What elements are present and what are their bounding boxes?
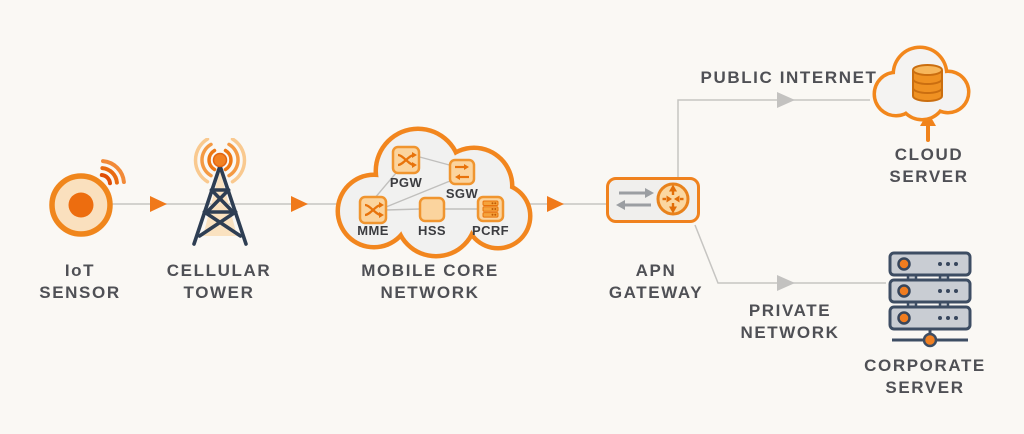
flow-arrowhead-icon: [291, 196, 308, 212]
mme-label: MME: [357, 223, 389, 238]
corporate-server-icon: [888, 251, 972, 348]
mme-node: MME: [357, 195, 389, 238]
label-line: GATEWAY: [608, 283, 704, 302]
pcrf-node: PCRF: [472, 195, 509, 238]
label-line: NETWORK: [740, 323, 840, 342]
label-line: NETWORK: [380, 283, 480, 302]
pgw-node: PGW: [390, 145, 423, 190]
mobile-core-cloud-icon: PGW SGW MME HSS: [335, 126, 533, 259]
mobile-core-label: MOBILE CORE NETWORK: [361, 260, 499, 304]
cellular-tower-label: CELLULAR TOWER: [167, 260, 271, 304]
cloud-server-label: CLOUD SERVER: [889, 144, 968, 188]
gray-arrowhead-icon: [777, 275, 795, 291]
label-line: SERVER: [889, 167, 969, 186]
exchange-arrows-icon: [616, 188, 654, 210]
label-line: SERVER: [885, 378, 965, 397]
sgw-label: SGW: [446, 186, 479, 201]
cellular-tower-icon: [192, 138, 248, 246]
signal-waves-icon: [99, 159, 126, 186]
switch-icon: [364, 202, 384, 218]
public-internet-label: PUBLIC INTERNET: [701, 67, 878, 89]
flow-arrowhead-icon: [150, 196, 167, 212]
label-line: IoT: [64, 261, 96, 280]
apn-gateway-box: [606, 177, 700, 223]
label-line: PRIVATE: [748, 301, 832, 320]
private-network-label: PRIVATE NETWORK: [740, 300, 839, 344]
sgw-node: SGW: [446, 158, 479, 201]
gray-arrowhead-icon: [777, 92, 795, 108]
label-line: MOBILE CORE: [361, 261, 499, 280]
corporate-server-label: CORPORATE SERVER: [864, 355, 986, 399]
core-internal-links: [373, 155, 478, 211]
tower-lattice: [192, 164, 248, 246]
gateway-icons: [616, 182, 690, 216]
public-internet-line: [677, 99, 870, 177]
pgw-label: PGW: [390, 175, 423, 190]
pcrf-label: PCRF: [472, 223, 509, 238]
iot-sensor-icon: [49, 159, 126, 237]
iot-sensor-label: IoT SENSOR: [39, 260, 120, 304]
label-line: TOWER: [183, 283, 255, 302]
signal-waves-icon: [193, 138, 247, 184]
server-stack-icon: [482, 200, 499, 218]
box-icon: [418, 196, 446, 223]
router-icon: [656, 182, 690, 216]
label-line: PUBLIC INTERNET: [700, 68, 878, 87]
label-line: APN: [635, 261, 677, 280]
hss-node: HSS: [418, 196, 446, 238]
dual-arrow-icon: [455, 164, 469, 180]
database-icon: [912, 64, 943, 102]
label-line: CELLULAR: [166, 261, 272, 280]
flow-arrowhead-icon: [547, 196, 564, 212]
label-line: SENSOR: [39, 283, 121, 302]
switch-icon: [397, 152, 417, 168]
apn-gateway-label: APN GATEWAY: [609, 260, 703, 304]
private-network-line: [694, 224, 886, 284]
label-line: CLOUD: [894, 145, 964, 164]
hss-label: HSS: [418, 223, 446, 238]
cloud-server-icon: [872, 45, 971, 122]
server-rack: [888, 251, 972, 348]
label-line: CORPORATE: [864, 356, 986, 375]
